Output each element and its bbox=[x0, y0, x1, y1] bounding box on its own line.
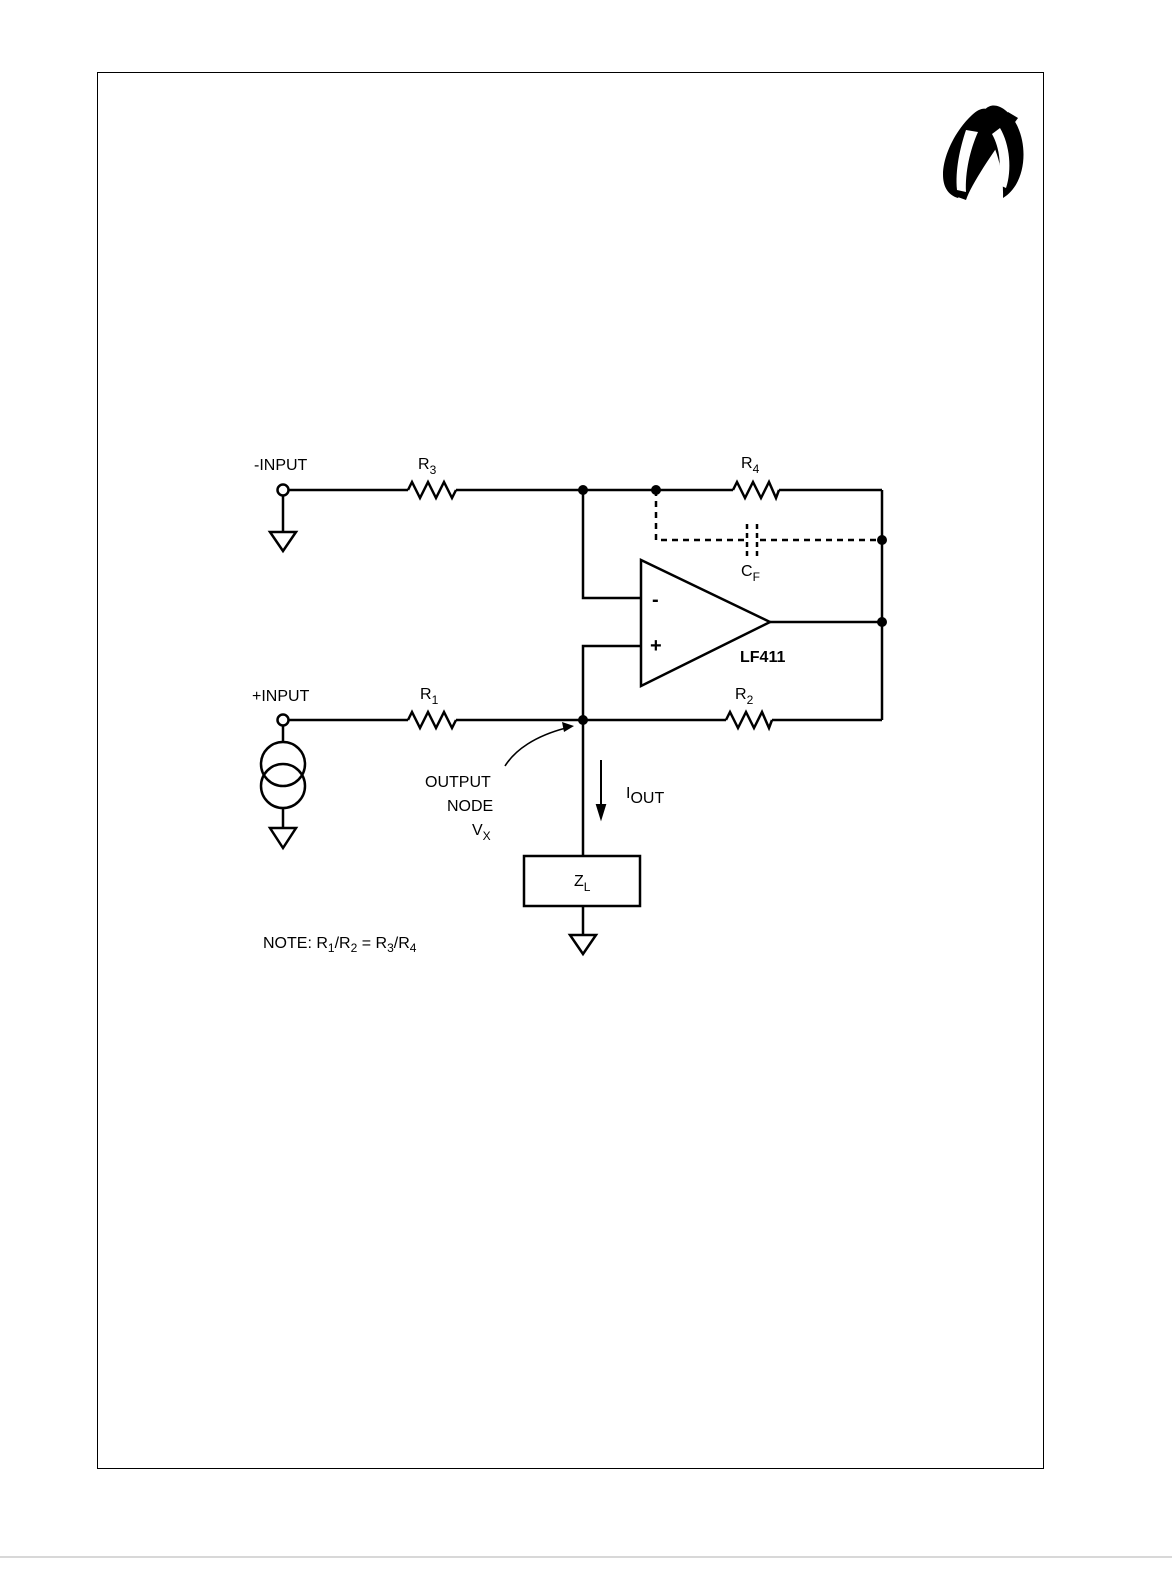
zl-label: ZL bbox=[574, 873, 591, 894]
design-note: NOTE: R1/R2 = R3/R4 bbox=[263, 935, 417, 955]
output-node-pointer-arrow bbox=[505, 722, 574, 766]
current-arrow-icon bbox=[597, 760, 605, 818]
resistor-r3 bbox=[408, 482, 456, 498]
ground-icon bbox=[270, 828, 296, 848]
ground-icon bbox=[570, 935, 596, 954]
neg-input-terminal bbox=[278, 485, 289, 496]
r2-label: R2 bbox=[735, 686, 754, 707]
opamp-name-label: LF411 bbox=[740, 649, 785, 666]
iout-label: IOUT bbox=[626, 785, 664, 807]
capacitor-cf bbox=[747, 524, 757, 556]
resistor-r2 bbox=[726, 712, 772, 728]
resistor-r4 bbox=[733, 482, 779, 498]
r1-label: R1 bbox=[420, 686, 439, 707]
opamp-minus-label: - bbox=[652, 589, 659, 611]
pos-input-terminal bbox=[278, 715, 289, 726]
r3-label: R3 bbox=[418, 456, 437, 477]
resistor-r1 bbox=[408, 712, 456, 728]
national-semiconductor-logo-icon bbox=[943, 105, 1024, 200]
opamp-plus-label: + bbox=[650, 635, 662, 657]
pos-input-label: +INPUT bbox=[252, 688, 310, 705]
ground-icon bbox=[270, 532, 296, 551]
output-node-label-line1: OUTPUT bbox=[425, 774, 491, 791]
capacitor-cf-wires bbox=[656, 490, 882, 540]
vx-label: VX bbox=[472, 822, 491, 843]
r4-label: R4 bbox=[741, 455, 760, 476]
neg-input-label: -INPUT bbox=[254, 457, 308, 474]
output-node-label-line2: NODE bbox=[447, 798, 493, 815]
cf-label: CF bbox=[741, 563, 760, 584]
